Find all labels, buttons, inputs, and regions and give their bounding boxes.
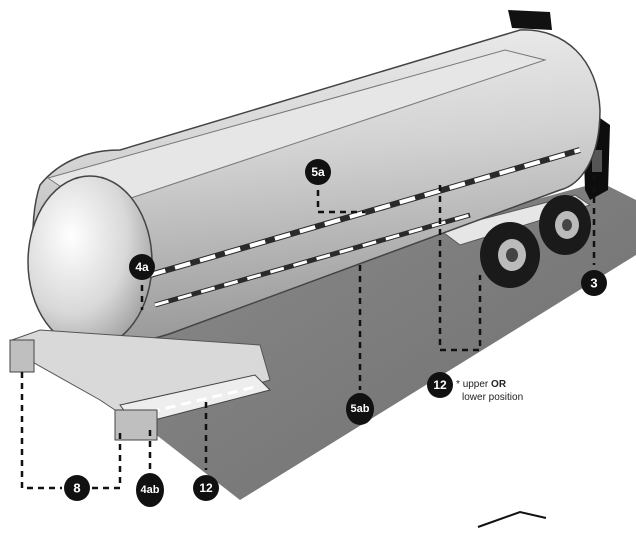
callout-8-label: 8: [73, 481, 80, 496]
callout-12-rear: 12: [427, 372, 453, 398]
callout-5a: 5a: [305, 159, 331, 185]
rear-reflector: [592, 150, 602, 172]
leader-5a: [316, 190, 365, 214]
bumper-tape: [149, 385, 256, 414]
callout-4a-label: 4a: [135, 260, 149, 274]
callout-5ab: 5ab: [346, 393, 374, 425]
callout-4ab-label: 4ab: [141, 484, 160, 496]
callout-8: 8: [64, 475, 90, 501]
note-upper: upper: [462, 379, 489, 390]
callout-12-front-label: 12: [199, 481, 213, 495]
rear-top-bracket: [508, 10, 552, 30]
leader-12-rear: [438, 185, 482, 352]
leader-8: [20, 372, 122, 490]
callout-3: 3: [581, 270, 607, 296]
position-note: * upper OR lower position: [456, 378, 523, 404]
corner-fragment: [477, 510, 547, 528]
callout-4ab: 4ab: [136, 473, 164, 507]
note-asterisk: *: [456, 379, 460, 390]
callout-4a: 4a: [129, 254, 155, 280]
front-left-post: [9, 339, 35, 373]
callout-12-front: 12: [193, 475, 219, 501]
note-or: OR: [491, 379, 507, 390]
callout-5ab-label: 5ab: [351, 403, 370, 415]
note-lower: lower position: [462, 392, 524, 403]
callout-5a-label: 5a: [311, 165, 325, 179]
leader-lines: [20, 175, 596, 490]
reflective-tape-lower-dash: [154, 213, 471, 307]
rear-wheel-group: [480, 195, 591, 288]
callout-12-rear-label: 12: [433, 378, 447, 392]
callout-3-label: 3: [590, 276, 597, 291]
